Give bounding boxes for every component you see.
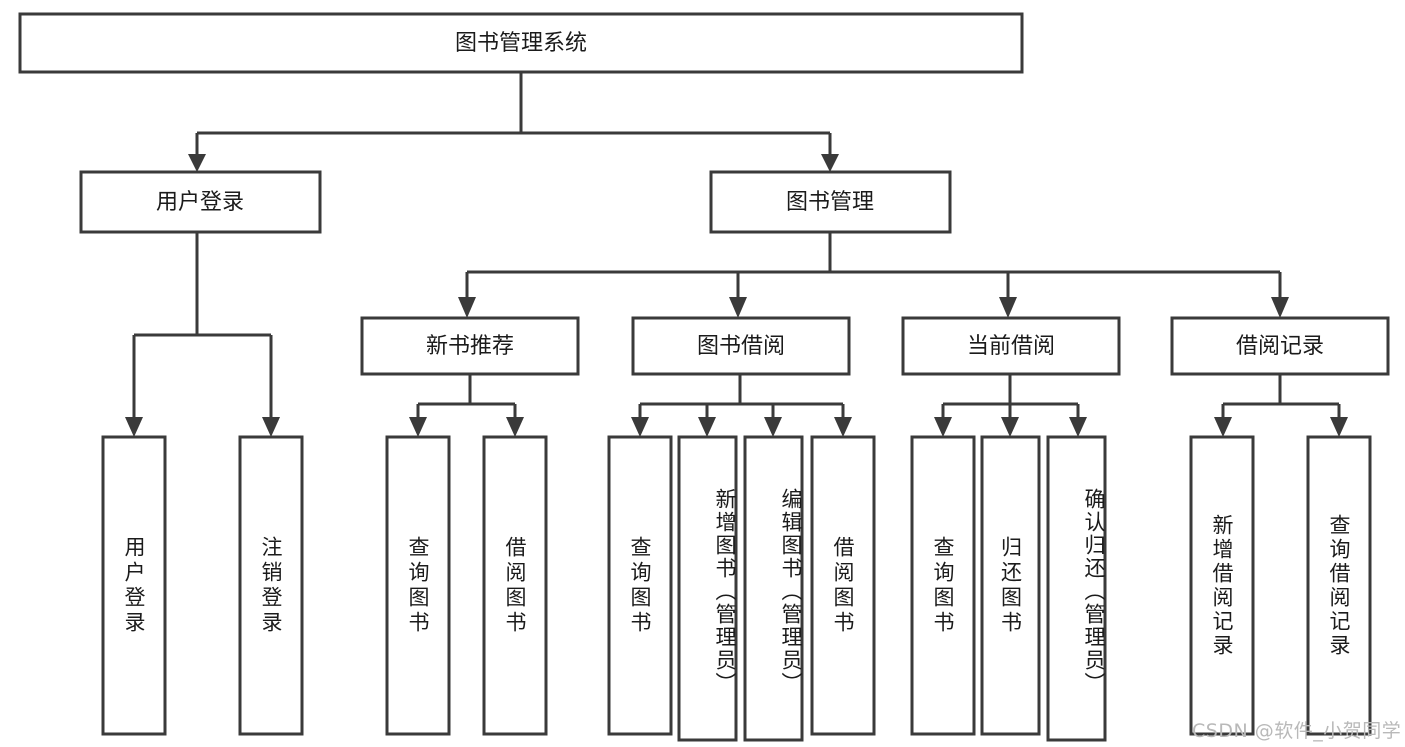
label-user-login: 用户登录 — [156, 190, 244, 215]
node-leaf-return-book[interactable] — [980, 435, 1041, 736]
arrowhead-leaf-user-login — [125, 417, 143, 437]
node-root[interactable] — [18, 12, 1024, 74]
node-leaf-borrow-book-2[interactable] — [810, 435, 876, 736]
csdn-watermark: CSDN @软件_小贺同学 — [1192, 720, 1402, 742]
node-leaf-query-book-1[interactable] — [385, 435, 451, 736]
arrowhead-leaf-edit-book — [764, 417, 782, 437]
arrowhead-leaf-add-record — [1214, 417, 1232, 437]
arrowhead-userlogin — [188, 154, 206, 172]
node-leaf-confirm-return[interactable] — [1046, 435, 1107, 742]
node-leaf-add-record[interactable] — [1189, 435, 1255, 736]
arrowhead-leaf-confirm-return — [1069, 417, 1087, 437]
node-book-manage[interactable] — [709, 170, 952, 234]
arrowhead-new-book-recommend — [458, 297, 476, 318]
arrowhead-leaf-borrow-book-1 — [506, 417, 524, 437]
arrowhead-leaf-return-book — [1001, 417, 1019, 437]
node-new-book-recommend[interactable] — [360, 316, 580, 376]
arrowhead-book-borrow — [729, 297, 747, 318]
node-leaf-query-record[interactable] — [1306, 435, 1372, 736]
node-user-login[interactable] — [79, 170, 322, 234]
arrowhead-current-borrow — [999, 297, 1017, 318]
nodes-group — [18, 12, 1390, 742]
arrowhead-borrow-record — [1271, 297, 1289, 318]
node-leaf-query-book-2[interactable] — [607, 435, 673, 736]
label-borrow-record: 借阅记录 — [1236, 334, 1324, 359]
arrowhead-leaf-query-record — [1330, 417, 1348, 437]
node-leaf-add-book[interactable] — [677, 435, 738, 742]
node-leaf-logout-login[interactable] — [238, 435, 304, 736]
arrowhead-leaf-query-book-1 — [409, 417, 427, 437]
label-new-book-recommend: 新书推荐 — [426, 334, 514, 359]
arrowhead-bookmanage — [821, 154, 839, 172]
horizontal-labels-group: 图书管理系统 用户登录 图书管理 新书推荐 图书借阅 当前借阅 借阅记录 — [156, 31, 1324, 359]
node-leaf-borrow-book-1[interactable] — [482, 435, 548, 736]
arrowhead-leaf-query-book-2 — [631, 417, 649, 437]
arrowhead-leaf-logout-login — [262, 417, 280, 437]
arrowhead-leaf-borrow-book-2 — [834, 417, 852, 437]
node-leaf-query-book-3[interactable] — [910, 435, 976, 736]
label-root: 图书管理系统 — [455, 31, 587, 56]
node-leaf-user-login[interactable] — [101, 435, 167, 736]
node-current-borrow[interactable] — [901, 316, 1121, 376]
label-book-manage: 图书管理 — [786, 190, 874, 215]
node-book-borrow[interactable] — [631, 316, 851, 376]
connectors-group — [125, 72, 1348, 437]
label-current-borrow: 当前借阅 — [967, 334, 1055, 359]
arrowhead-leaf-query-book-3 — [934, 417, 952, 437]
node-leaf-edit-book[interactable] — [743, 435, 804, 742]
label-book-borrow: 图书借阅 — [697, 334, 785, 359]
arrowhead-leaf-add-book — [698, 417, 716, 437]
node-borrow-record[interactable] — [1170, 316, 1390, 376]
